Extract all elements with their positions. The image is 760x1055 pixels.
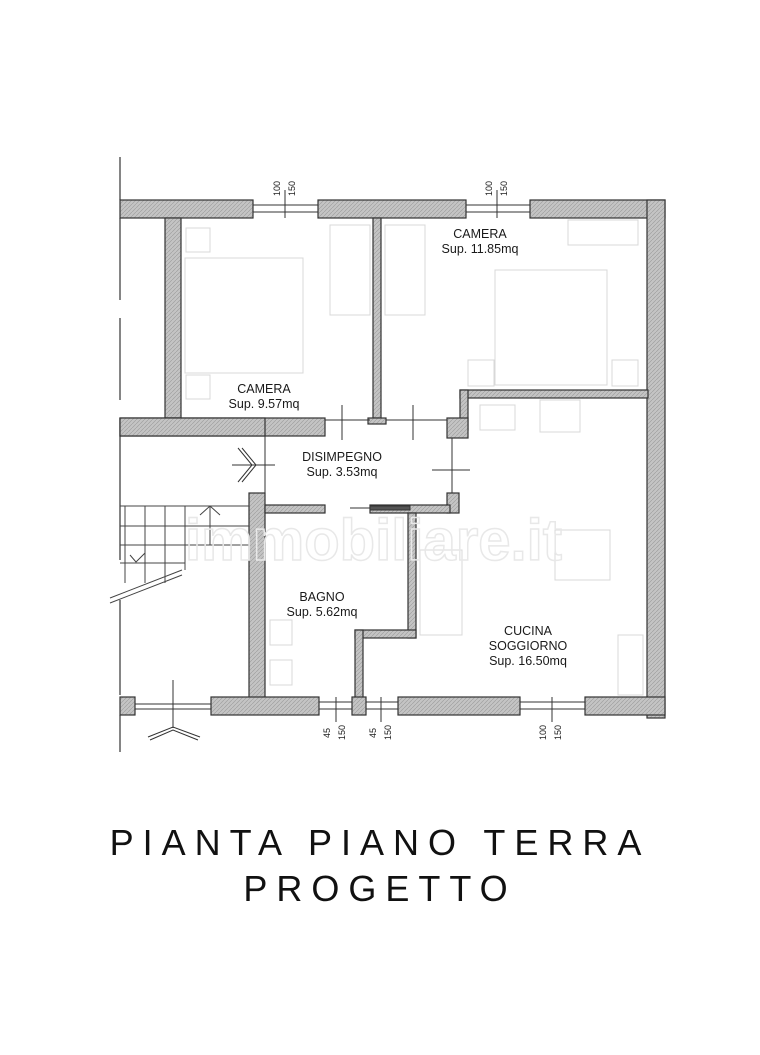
doors	[232, 405, 470, 511]
furniture	[184, 219, 644, 696]
window-dim-sill: 100	[484, 180, 494, 196]
room-name: DISIMPEGNO	[302, 450, 382, 464]
plan-title-line-1: PIANTA PIANO TERRA	[109, 822, 651, 863]
windows	[135, 190, 585, 741]
room-area: Sup. 5.62mq	[286, 605, 358, 619]
window-dim-sill: 100	[538, 724, 548, 740]
room-area: Sup. 3.53mq	[306, 465, 378, 479]
room-area: Sup. 16.50mq	[489, 654, 567, 668]
room-area: Sup. 11.85mq	[441, 242, 519, 256]
room-name: CAMERA	[237, 382, 291, 396]
window-dim-height: 150	[553, 724, 563, 740]
room-area: Sup. 9.57mq	[228, 397, 300, 411]
window-dim-sill: 45	[322, 727, 332, 738]
stairs	[109, 505, 249, 604]
room-name: CUCINA	[504, 624, 552, 638]
room-label-camera-2: CAMERA Sup. 11.85mq	[442, 227, 519, 257]
window-dim-height: 150	[383, 724, 393, 740]
room-label-camera-1: CAMERA Sup. 9.57mq	[229, 382, 300, 412]
watermark: immobiliare.it	[185, 508, 562, 573]
room-name-2: SOGGIORNO	[488, 639, 568, 653]
room-name: BAGNO	[299, 590, 345, 604]
window-dim-sill: 45	[368, 727, 378, 738]
room-label-disimpegno: DISIMPEGNO Sup. 3.53mq	[302, 450, 382, 480]
window-dim-height: 150	[337, 724, 347, 740]
walls	[119, 199, 666, 719]
window-dim-sill: 100	[272, 180, 282, 196]
room-label-bagno: BAGNO Sup. 5.62mq	[287, 590, 358, 620]
room-name: CAMERA	[453, 227, 507, 241]
window-dim-height: 150	[287, 180, 297, 196]
room-label-cucina-soggiorno: CUCINA SOGGIORNO Sup. 16.50mq	[489, 624, 567, 669]
plan-title-line-2: PROGETTO	[243, 868, 517, 909]
window-dim-height: 150	[499, 180, 509, 196]
